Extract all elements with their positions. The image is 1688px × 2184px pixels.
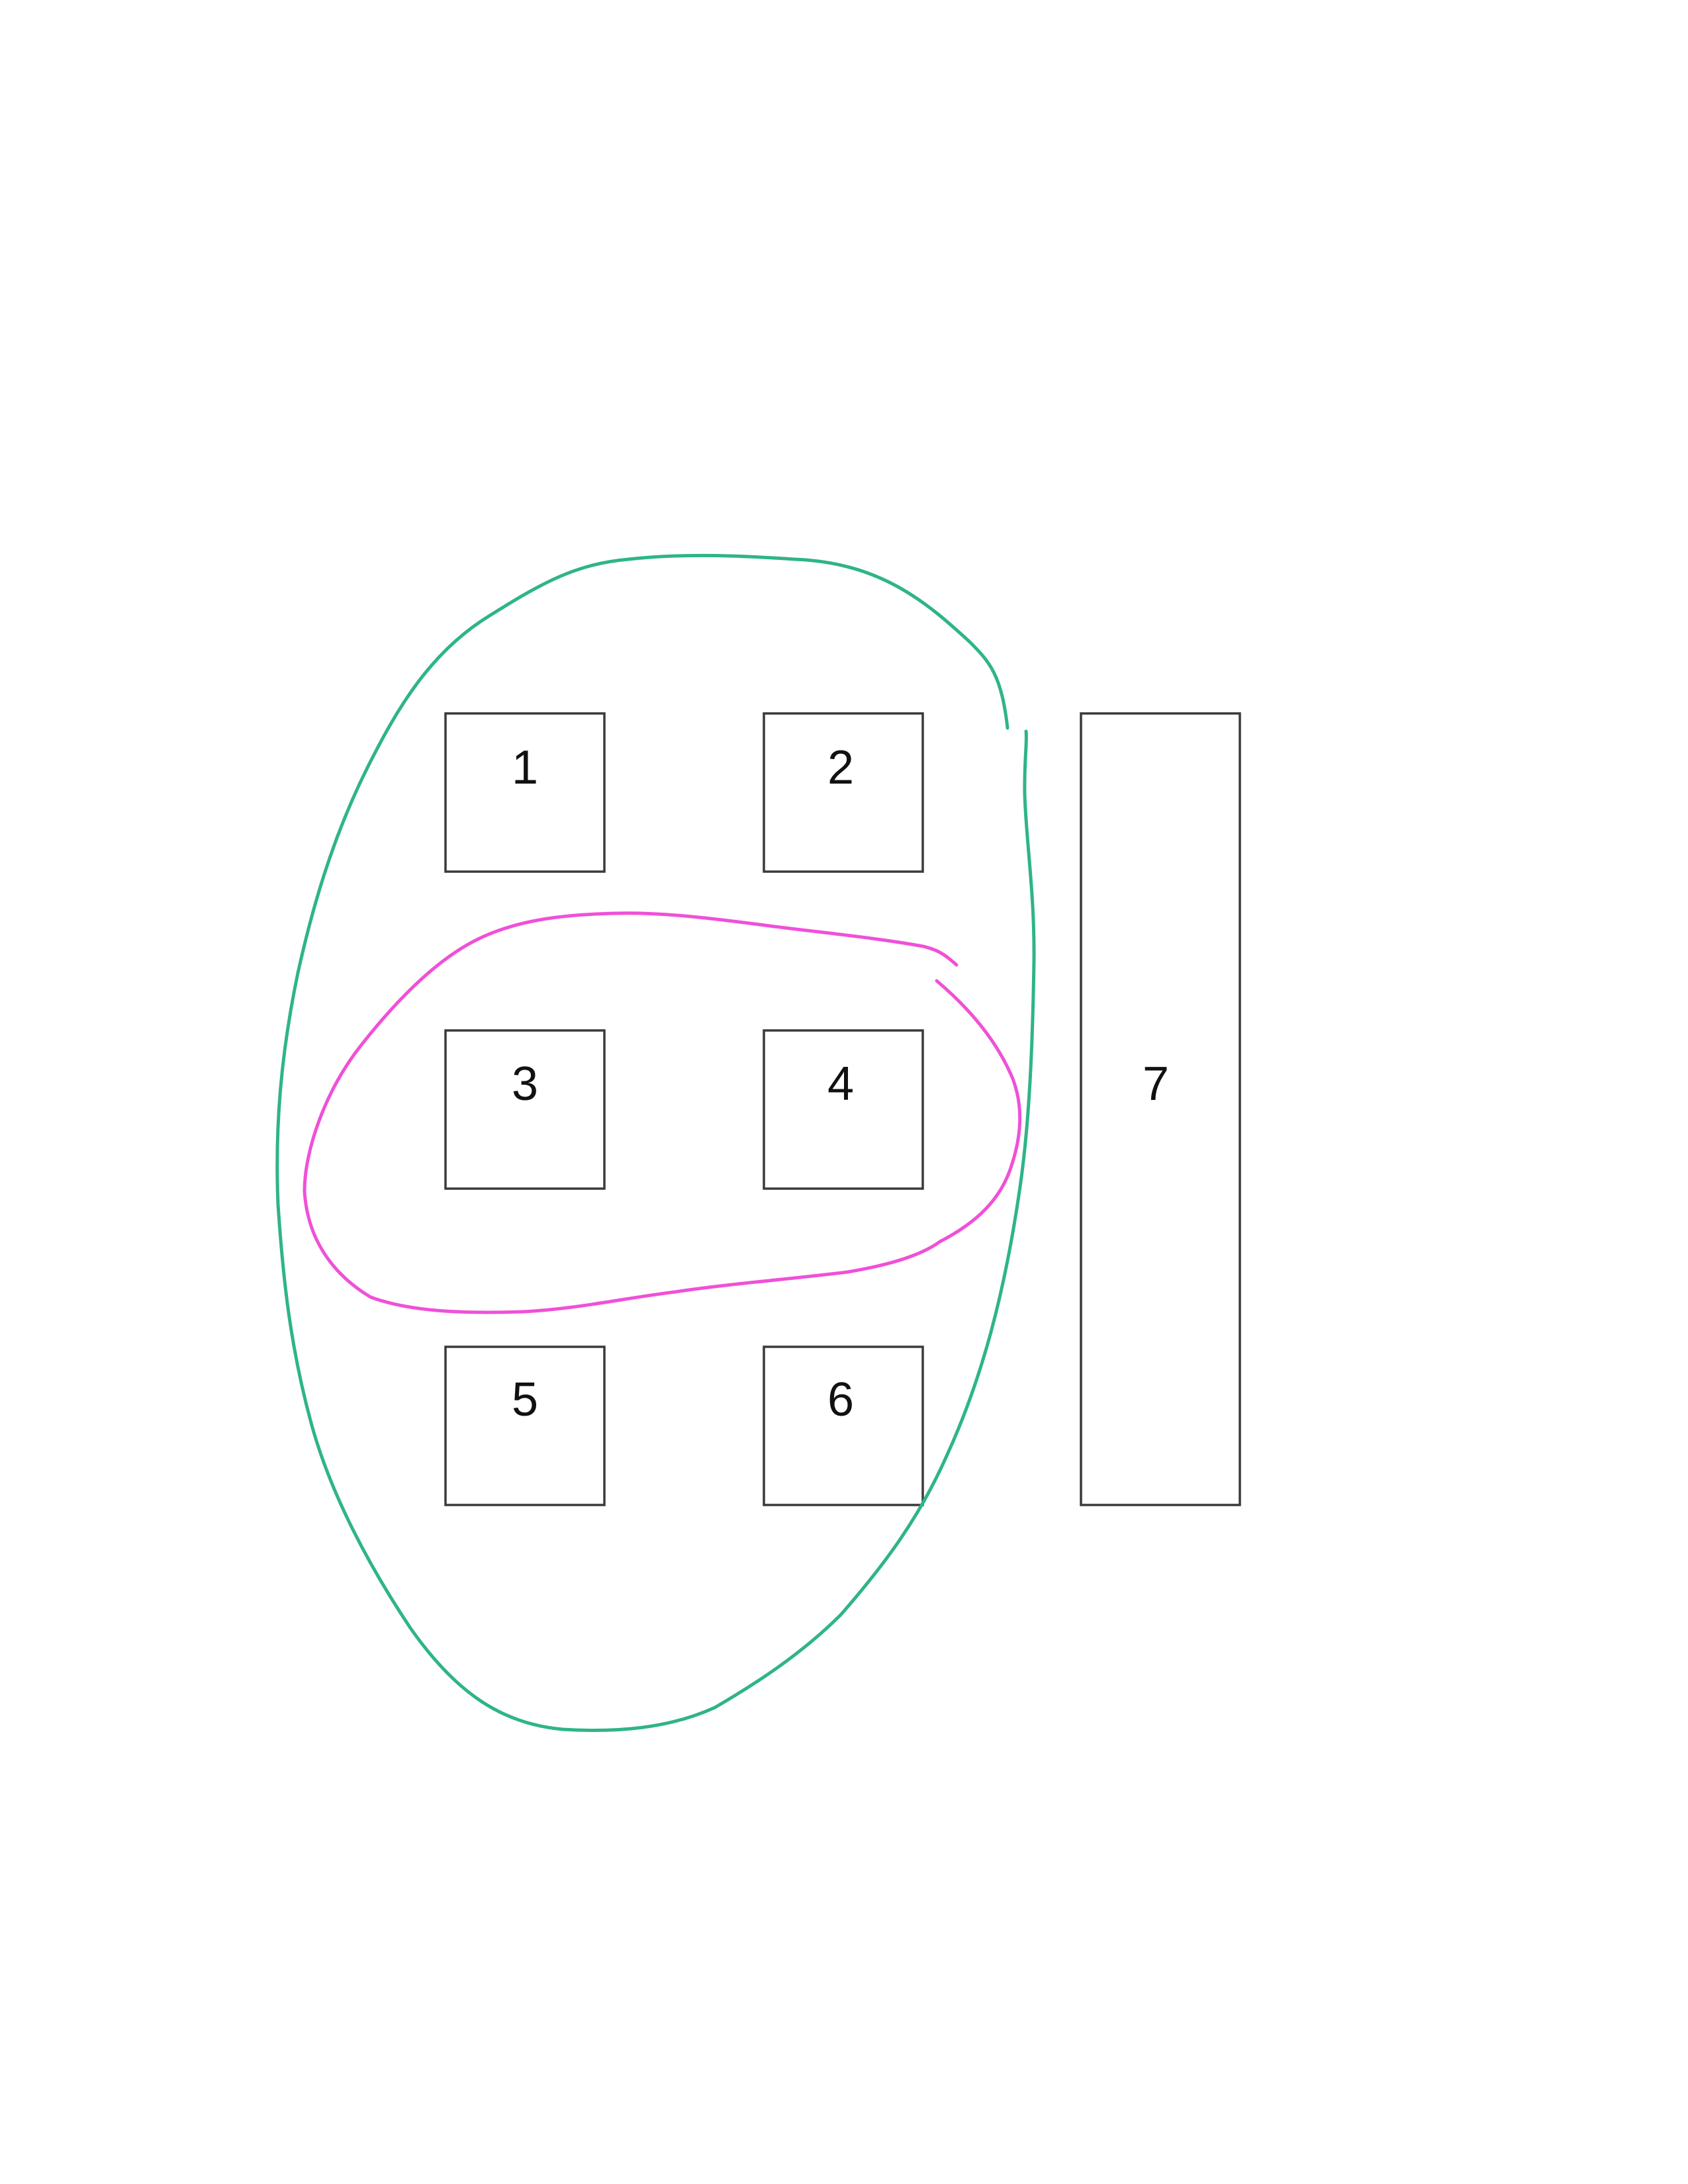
box-4: 4 (763, 1029, 924, 1190)
box-2-label: 2 (827, 741, 854, 794)
green-lasso (275, 553, 1036, 1733)
box-3: 3 (444, 1029, 606, 1190)
box-5: 5 (444, 1345, 606, 1506)
pink-lasso (303, 911, 1022, 1314)
box-7-label: 7 (1143, 1058, 1169, 1111)
box-3-label: 3 (512, 1058, 538, 1111)
box-6-label: 6 (827, 1373, 854, 1426)
box-2: 2 (763, 712, 924, 873)
box-5-label: 5 (512, 1373, 538, 1426)
box-6: 6 (763, 1345, 924, 1506)
box-1: 1 (444, 712, 606, 873)
box-7: 7 (1080, 712, 1241, 1506)
box-4-label: 4 (827, 1058, 854, 1111)
box-1-label: 1 (512, 741, 538, 794)
